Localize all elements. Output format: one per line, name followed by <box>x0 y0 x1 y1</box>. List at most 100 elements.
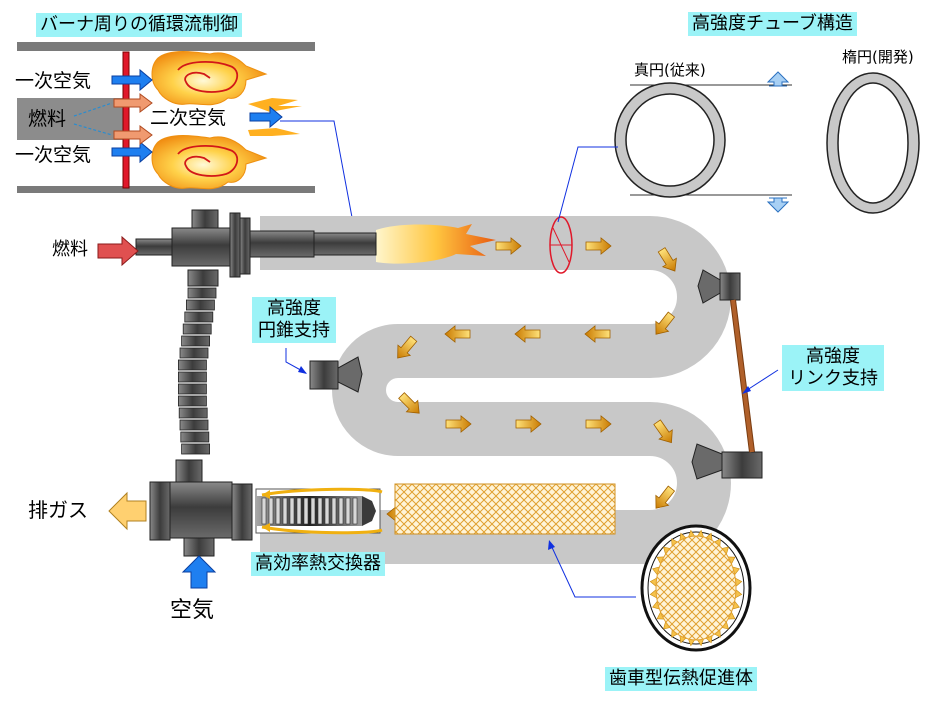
bellows-segment <box>177 359 207 371</box>
main-flame <box>376 224 496 264</box>
bellows-segment <box>178 407 208 419</box>
label-round-tube: 真円(従来) <box>634 61 706 79</box>
inset-lower-vortex <box>177 145 239 177</box>
flow-arrow <box>495 237 522 255</box>
hx-fin <box>261 497 267 525</box>
flow-arrow <box>584 325 611 343</box>
inset-secondary-air-arrow <box>249 105 283 129</box>
exhaust-outlet-arrow <box>108 491 147 531</box>
exhaust-flange <box>231 483 253 541</box>
hx-fin <box>282 497 288 525</box>
cone-support-lower-right <box>691 443 723 480</box>
inset-fuel-arrow-bottom <box>113 125 153 145</box>
inset-primary-air-arrow-bottom <box>111 140 153 164</box>
exhaust-block <box>169 481 233 539</box>
flow-arrow <box>585 237 612 255</box>
cone-support-upper-right <box>697 269 723 304</box>
inset-upper-vortex <box>177 61 239 93</box>
label-secondary-air: 二次空気 <box>150 107 227 129</box>
caption-link-support: 高強度 リンク支持 <box>782 345 884 391</box>
exhaust-top-stem <box>175 459 203 483</box>
flow-arrow <box>514 325 541 343</box>
hx-fin <box>338 497 344 525</box>
compression-arrow-up <box>766 71 790 87</box>
burner-top-stem <box>191 209 219 229</box>
inset-top-wall <box>17 42 315 51</box>
bellows-segment <box>182 323 212 335</box>
burner-block <box>171 227 231 267</box>
flow-arrow <box>657 247 677 272</box>
leader-gear-label <box>549 542 636 598</box>
bellows-segment <box>177 383 207 395</box>
bellows-segment <box>181 443 211 455</box>
inset-secondary-flame-upper <box>248 98 302 112</box>
caption-gear-promoter: 歯車型伝熱促進体 <box>605 667 757 691</box>
label-inset-fuel: 燃料 <box>28 108 67 130</box>
flow-arrow <box>655 311 676 335</box>
compression-arrow-down <box>766 197 790 213</box>
leader-cone-arrowhead <box>298 366 307 374</box>
bellows-segment <box>184 311 214 323</box>
burner-flange-left <box>229 212 241 278</box>
burner-bottom-stem <box>187 269 219 287</box>
hx-fin <box>352 497 358 525</box>
hx-fins <box>261 497 358 525</box>
cone-upper-right-cap <box>719 272 741 301</box>
flow-arrow <box>397 335 418 359</box>
gear-mesh-core <box>655 535 737 641</box>
cone-support-line2: 円錐支持 <box>258 320 330 341</box>
exhaust-outlet-flange <box>149 481 171 541</box>
leader-inset-to-flame <box>280 120 355 229</box>
tube-cross-sections <box>614 71 920 214</box>
burner-nozzle <box>313 232 377 256</box>
leader-marker-to-section <box>557 146 618 223</box>
caption-heat-exchanger: 高効率熱交換器 <box>251 552 385 576</box>
bellows-segment <box>180 431 210 443</box>
hx-return-flow-bottom <box>261 525 383 535</box>
inset-bottom-wall <box>17 186 315 193</box>
label-elliptic-tube: 楕円(開発) <box>842 48 914 66</box>
label-air: 空気 <box>170 598 215 623</box>
caption-tube-structure: 高強度チューブ構造 <box>688 12 857 36</box>
hx-fin <box>268 497 274 525</box>
hx-fin-tube <box>256 496 362 526</box>
air-inlet-stem <box>183 537 215 557</box>
inset-fuel-pointer-bottom <box>73 123 113 136</box>
burner-inset <box>17 42 315 193</box>
air-inlet-arrow <box>181 555 217 589</box>
heat-exchanger-core <box>255 487 383 535</box>
inset-burner-plate <box>122 51 130 189</box>
bellows-segment <box>177 395 207 407</box>
label-primary-air-bottom: 一次空気 <box>15 144 92 166</box>
leader-link-arrowhead <box>742 386 751 394</box>
burner-head <box>135 209 377 287</box>
inset-fuel-pointer-top <box>73 102 113 117</box>
bellows-segment <box>181 335 211 347</box>
label-fuel: 燃料 <box>52 239 88 260</box>
hx-fin <box>296 497 302 525</box>
fuel-inlet-arrow <box>97 235 139 267</box>
inset-fuel-nozzle <box>17 98 125 140</box>
flow-arrows <box>386 237 677 523</box>
bellows-segment <box>177 371 207 383</box>
cone-left-cap <box>309 360 339 390</box>
exhaust-head <box>149 459 253 557</box>
hx-fin <box>275 497 281 525</box>
hx-fin <box>303 497 309 525</box>
flow-arrow <box>655 485 676 509</box>
hx-end-cap <box>362 496 376 526</box>
cone-lower-right-cap <box>721 451 763 479</box>
hx-return-flow-top <box>261 487 383 497</box>
air-supply-bellows <box>177 287 217 455</box>
elliptic-tube-bore <box>837 82 909 204</box>
inset-fuel-arrow-top <box>113 93 153 113</box>
leader-link-label <box>743 369 779 393</box>
round-tube-bore <box>625 93 715 187</box>
link-support-rod <box>731 299 754 453</box>
flow-arrow <box>515 415 542 433</box>
bellows-segment <box>179 347 209 359</box>
caption-cone-support: 高強度 円錐支持 <box>252 297 336 343</box>
hx-fin <box>345 497 351 525</box>
hx-fin <box>310 497 316 525</box>
